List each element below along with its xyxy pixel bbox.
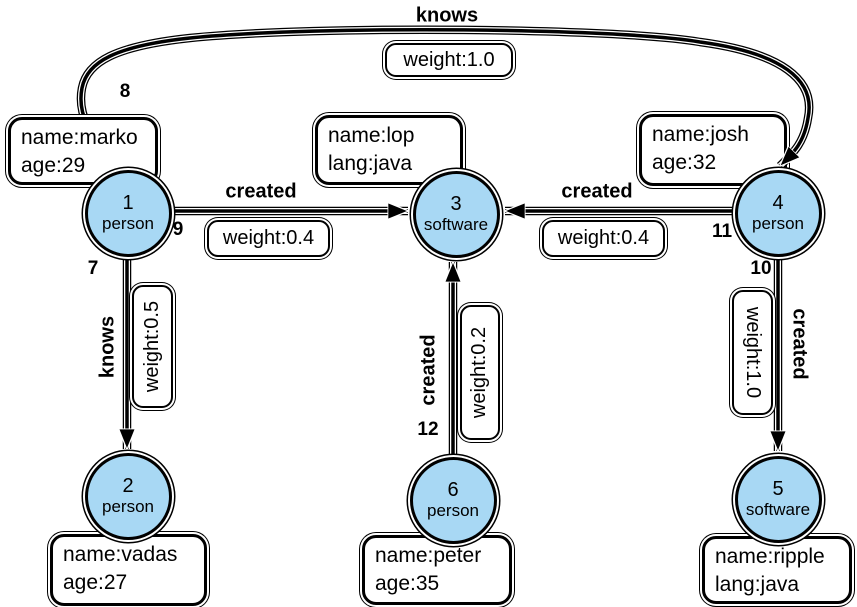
property-line: name:josh [652,123,749,146]
vertex-id: 5 [772,478,784,500]
edge-label-knows-7: knows [96,315,119,379]
edge-weight-label: weight:1.0 [403,48,495,71]
property-line: age:27 [63,571,128,594]
vertex-id: 2 [122,475,134,497]
edge-label-created-12: created [417,334,440,406]
vertex-type: person [752,214,804,233]
vertex-3: 3 software [412,170,500,258]
vertex-id: 1 [122,192,134,214]
property-line: name:lop [328,124,415,147]
vertex-type: person [102,497,154,516]
property-line: name:ripple [715,545,825,568]
edge-id-12: 12 [417,419,439,440]
property-line: name:peter [375,544,482,567]
edge-weight-box-9: weight:0.4 [207,220,330,257]
edge-label-knows-8: knows [415,4,479,27]
edge-id-10: 10 [750,258,772,279]
property-line: age:35 [375,572,440,595]
vertex-type: person [102,214,154,233]
edge-weight-label: weight:0.5 [141,300,164,393]
edge-id-7: 7 [87,258,99,279]
edge-weight-label: weight:0.4 [222,227,315,249]
edge-weight-box-8: weight:1.0 [385,43,513,77]
property-box-josh: name:josh age:32 [639,114,787,186]
property-box-peter: name:peter age:35 [362,535,512,605]
property-line: name:marko [21,126,138,149]
edge-weight-box-10: weight:1.0 [732,290,773,415]
vertex-4: 4 person [734,169,822,257]
vertex-5: 5 software [734,455,822,543]
property-line: lang:java [715,573,800,596]
property-line: name:vadas [63,543,178,566]
edge-weight-label: weight:0.4 [557,227,650,249]
property-box-lop: name:lop lang:java [315,115,463,185]
vertex-type: person [427,501,479,520]
property-line: lang:java [328,152,413,175]
edge-id-9: 9 [172,219,184,240]
edge-id-11: 11 [711,221,733,242]
vertex-2: 2 person [84,452,172,540]
edge-label-created-10: created [788,308,811,380]
edge-knows-8 [76,25,814,178]
edge-weight-box-12: weight:0.2 [460,305,500,440]
property-line: age:32 [652,151,717,174]
edge-weight-box-7: weight:0.5 [132,285,173,408]
edge-weight-label: weight:0.2 [468,326,491,419]
edge-label-created-11: created [561,180,633,203]
property-box-ripple: name:ripple lang:java [702,536,852,604]
edge-id-8: 8 [119,81,131,102]
edge-weight-label: weight:1.0 [742,306,765,399]
vertex-6: 6 person [409,456,497,544]
property-box-vadas: name:vadas age:27 [50,534,207,606]
vertex-id: 6 [447,479,459,501]
vertex-1: 1 person [84,169,172,257]
vertex-id: 3 [450,193,462,215]
vertex-type: software [745,500,811,519]
vertex-type: software [423,215,489,234]
edge-weight-box-11: weight:0.4 [542,220,665,257]
property-line: age:29 [21,154,86,177]
edge-label-created-9: created [225,180,297,203]
vertex-id: 4 [772,192,784,214]
